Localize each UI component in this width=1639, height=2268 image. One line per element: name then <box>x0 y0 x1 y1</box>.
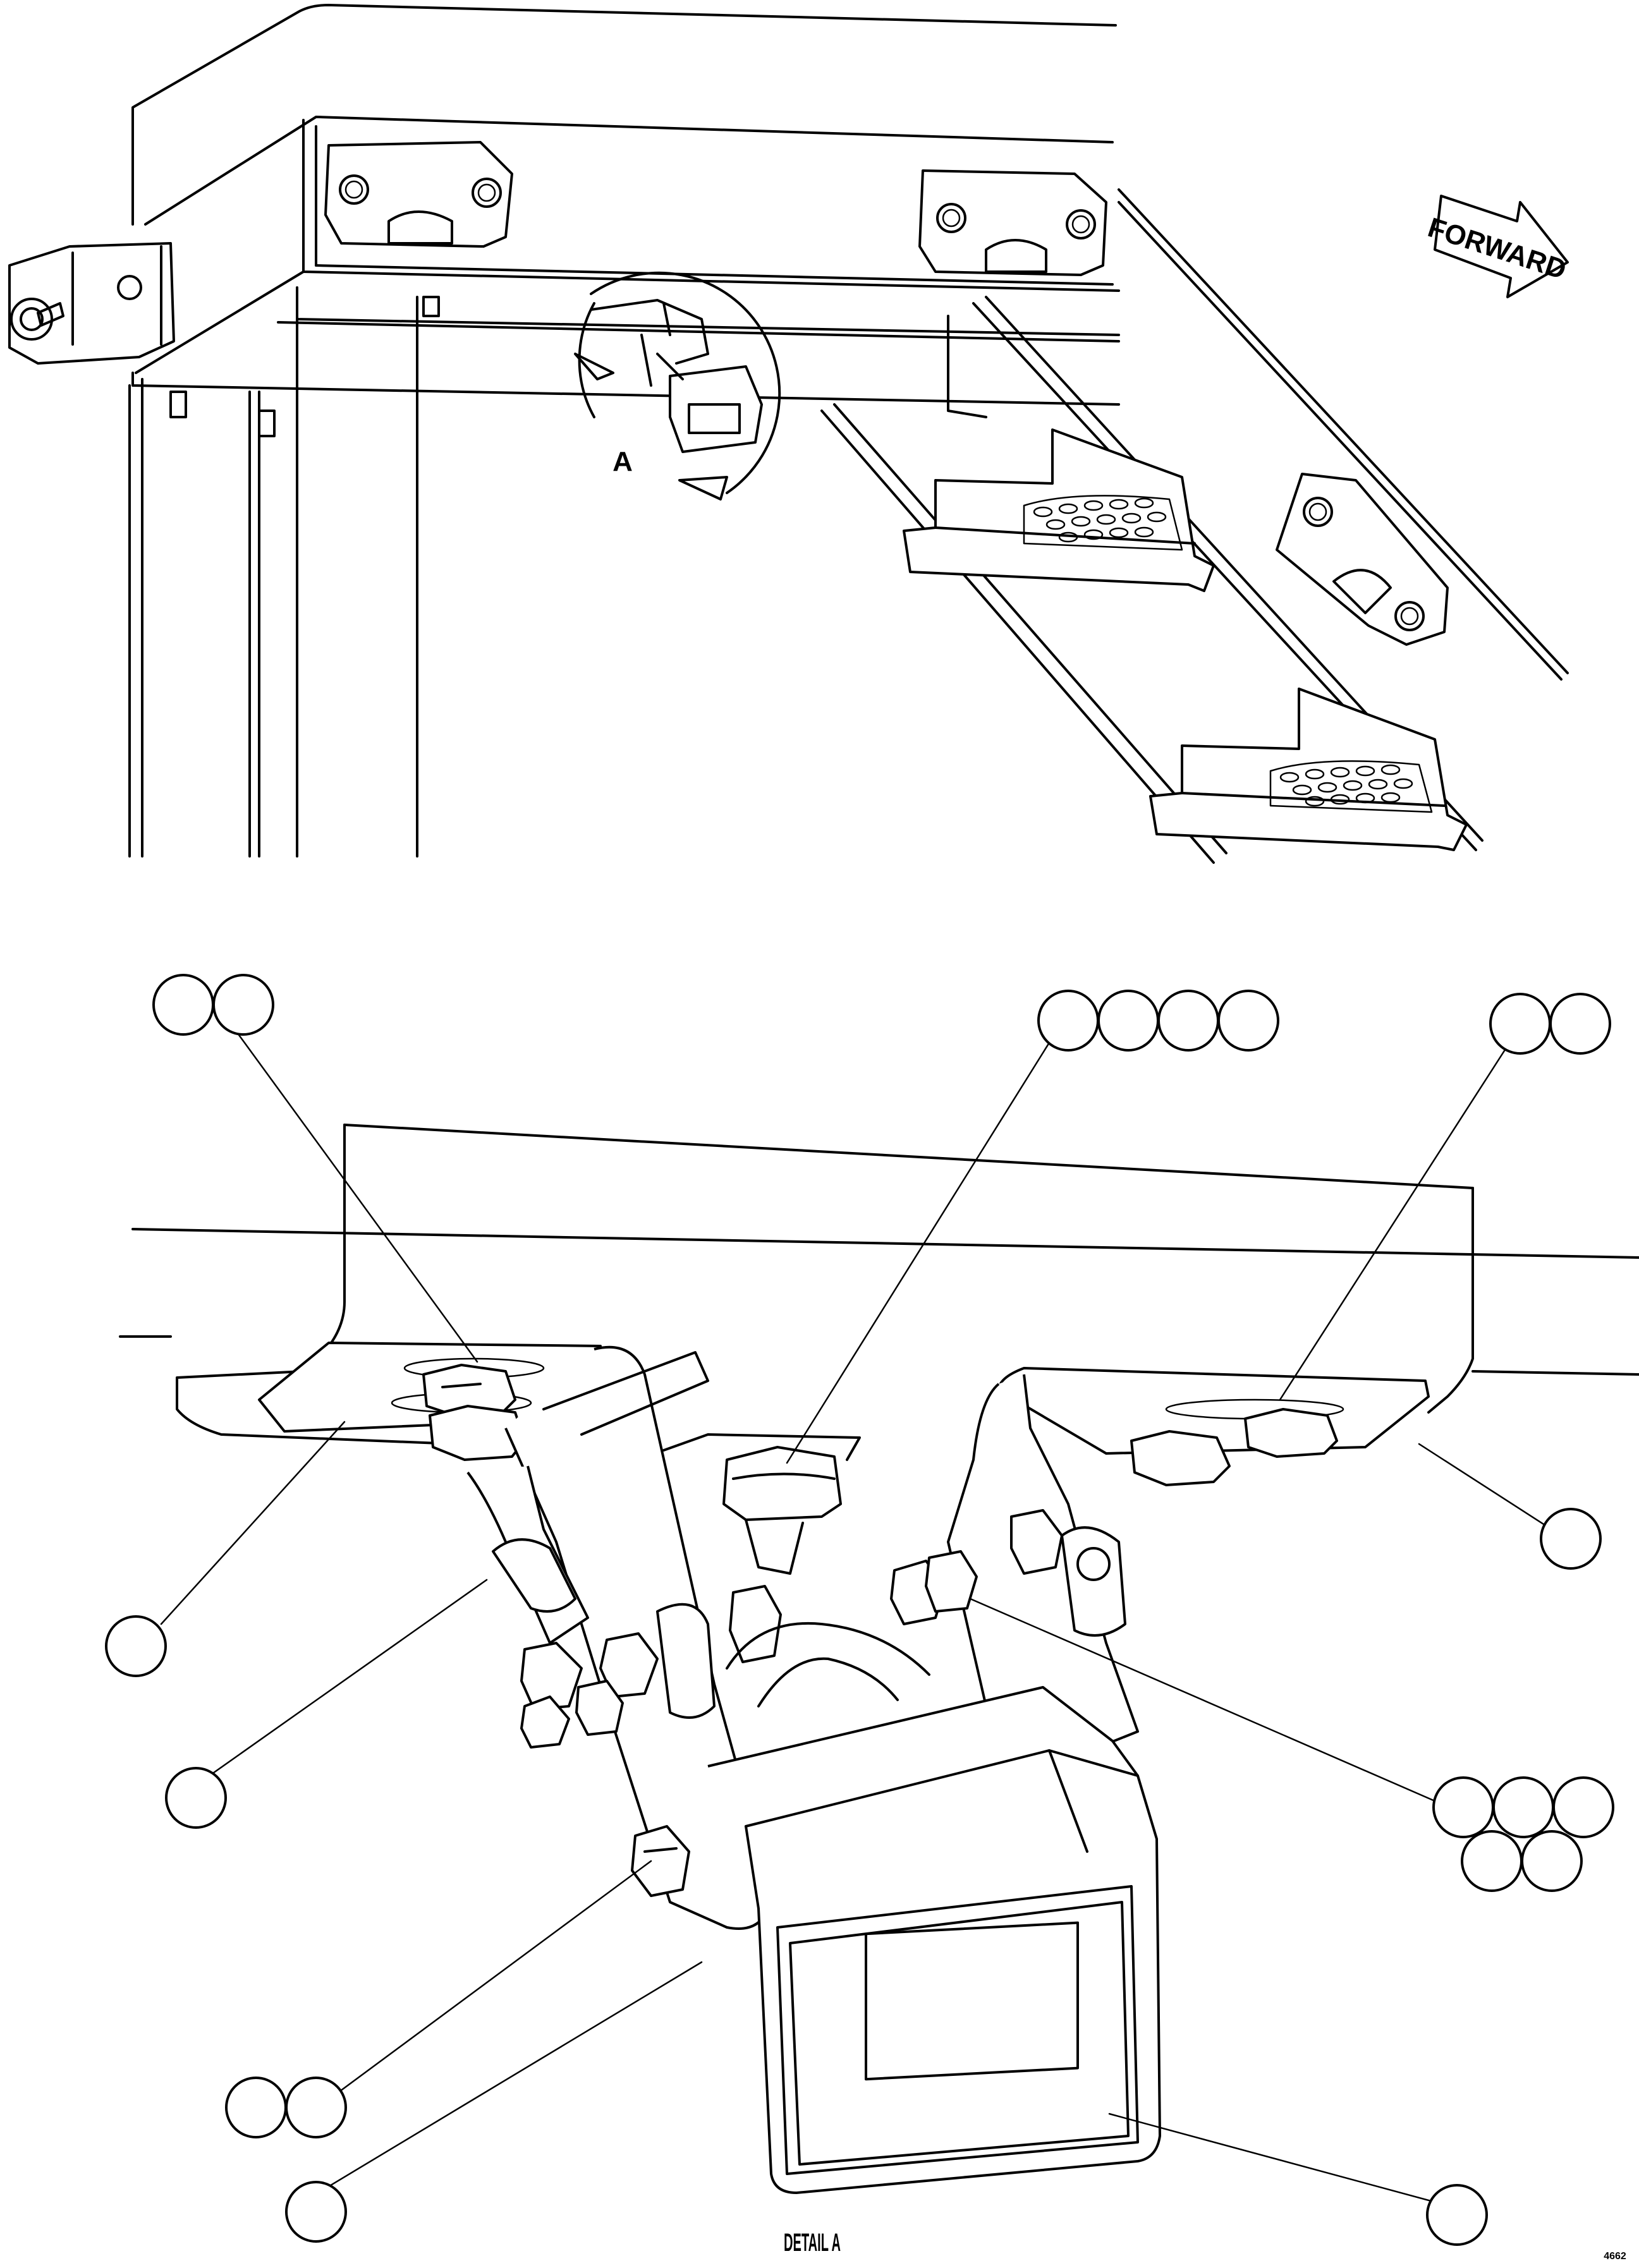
detail-view: DETAIL A 4662 <box>105 974 1639 2262</box>
item-balloons <box>105 974 1614 2246</box>
tilt-adjust-hardware <box>466 1465 1126 1749</box>
detail-callout-circle <box>574 271 781 500</box>
mount-pad-left <box>324 141 513 248</box>
vertical-post-right <box>296 296 418 858</box>
overview-view: A <box>8 4 1570 864</box>
step-lower <box>1149 688 1468 851</box>
sheet-reference: 4662 <box>1604 2251 1626 2262</box>
left-pivot-mount <box>8 242 175 365</box>
mount-pad-right <box>918 169 1107 276</box>
overhead-beam <box>119 1124 1639 1376</box>
center-mount-nut <box>662 1433 861 1575</box>
forward-direction-arrow: FORWARD <box>1424 195 1570 298</box>
pivot-bolt-lower <box>631 1825 690 1897</box>
mounting-plate-left <box>258 1342 602 1461</box>
step-upper <box>903 428 1215 592</box>
detail-callout-letter: A <box>612 446 633 477</box>
step-perforations <box>1033 497 1413 807</box>
overview-fasteners <box>169 296 440 437</box>
camera-lens-window <box>865 1921 1079 2081</box>
detail-caption: DETAIL A <box>784 2229 841 2257</box>
camera-housing <box>707 1686 1161 2194</box>
vertical-post-left <box>128 378 260 858</box>
rail-mount-pad <box>1276 473 1449 646</box>
upper-panel <box>131 4 1117 226</box>
mounting-plate-right <box>997 1367 1430 1486</box>
callout-leaders <box>160 1022 1563 2207</box>
